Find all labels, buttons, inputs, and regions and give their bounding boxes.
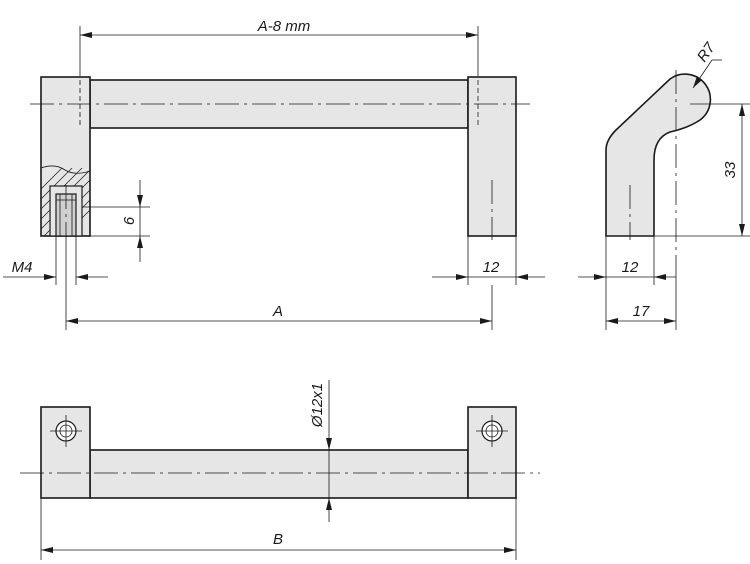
dim-width-12-front: 12 xyxy=(483,259,500,276)
front-right-post xyxy=(467,76,517,237)
left-hole xyxy=(50,415,82,447)
top-handle-bar xyxy=(89,449,469,499)
dim-tube-diameter: Ø12x1 xyxy=(309,383,326,428)
break-line xyxy=(40,165,91,174)
dim-depth-6: 6 xyxy=(121,216,138,225)
front-view: A-8 mm 6 M4 12 A xyxy=(3,18,545,330)
side-view: R7 33 12 17 xyxy=(578,39,750,330)
dim-length-b: B xyxy=(273,531,283,548)
dim-depth-17: 17 xyxy=(633,303,650,320)
top-view: Ø12x1 B xyxy=(20,380,540,560)
dim-a-minus-8: A-8 mm xyxy=(257,18,311,35)
dim-width-12-side: 12 xyxy=(622,259,639,276)
dim-thread-m4: M4 xyxy=(12,259,33,276)
dim-height-33: 33 xyxy=(722,161,739,178)
dim-length-a: A xyxy=(272,303,283,320)
dim-radius-r7: R7 xyxy=(694,39,719,65)
right-hole xyxy=(476,415,508,447)
side-profile xyxy=(605,73,712,237)
